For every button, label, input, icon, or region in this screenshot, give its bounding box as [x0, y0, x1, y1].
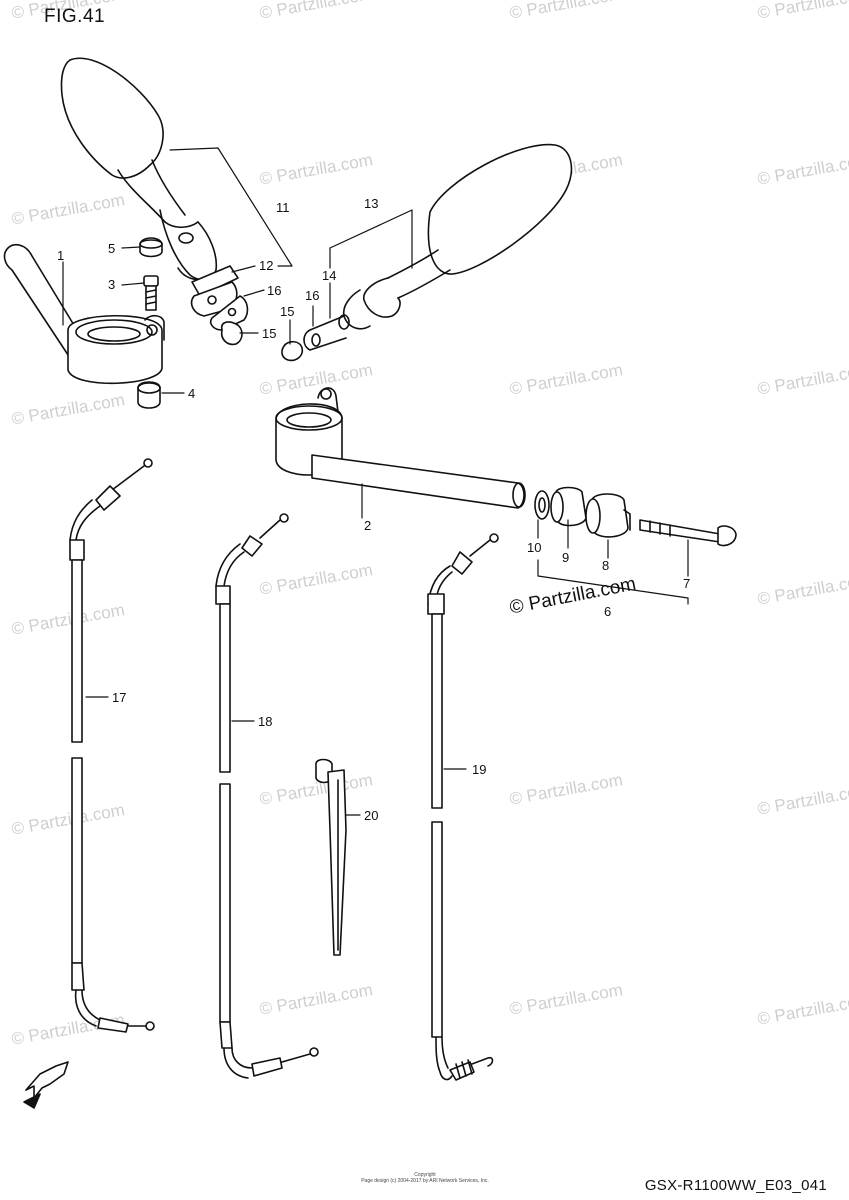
front-direction-arrow: [23, 1061, 69, 1109]
right-handlebar: [275, 387, 526, 509]
callout-9: 9: [562, 550, 570, 565]
copyright-line: Copyright: [414, 1172, 436, 1178]
callout-4: 4: [188, 386, 196, 401]
cable-18: [215, 513, 319, 1079]
left-mirror: [60, 57, 218, 281]
weight-part-8: [585, 493, 631, 538]
weight-part-9: [550, 486, 587, 527]
callout-13: 13: [364, 196, 379, 211]
cap-part-5: [139, 237, 163, 258]
callout-1: 1: [57, 248, 65, 263]
callout-5: 5: [108, 241, 116, 256]
figure-title: FIG.41: [44, 6, 106, 27]
callout-15: 15: [262, 326, 277, 341]
callout-16: 16: [267, 283, 282, 298]
callout-2: 2: [364, 518, 372, 533]
callout-8: 8: [602, 558, 610, 573]
washer-part-10: [534, 490, 550, 520]
screw-part-7: [639, 519, 737, 547]
copyright-note: Copyright Page design (c) 2004-2017 by A…: [300, 1172, 550, 1184]
callout-12: 12: [259, 258, 274, 273]
tie-strap-20: [315, 758, 347, 956]
cable-17: [69, 458, 155, 1033]
callout-3: 3: [108, 277, 116, 292]
figure-code: GSX-R1100WW_E03_041: [644, 1177, 827, 1194]
leader-lines: [62, 147, 689, 816]
callout-16: 16: [305, 288, 320, 303]
callout-10: 10: [527, 540, 542, 555]
callout-17: 17: [112, 690, 127, 705]
callout-18: 18: [258, 714, 273, 729]
callout-19: 19: [472, 762, 487, 777]
callout-7: 7: [683, 576, 691, 591]
nut-part-4: [137, 381, 161, 409]
nut-part-15-right: [281, 340, 304, 362]
cable-19: [427, 533, 499, 1081]
left-handlebar: [3, 243, 165, 385]
bolt-part-3: [143, 275, 159, 311]
callout-15: 15: [280, 304, 295, 319]
callout-14: 14: [322, 268, 337, 283]
callout-20: 20: [364, 808, 379, 823]
right-mirror: [303, 143, 573, 351]
copyright-line: Page design (c) 2004-2017 by ARI Network…: [361, 1178, 489, 1184]
callout-6: 6: [604, 604, 612, 619]
mirror-adapter-left: [190, 265, 249, 346]
callout-11: 11: [276, 200, 290, 215]
